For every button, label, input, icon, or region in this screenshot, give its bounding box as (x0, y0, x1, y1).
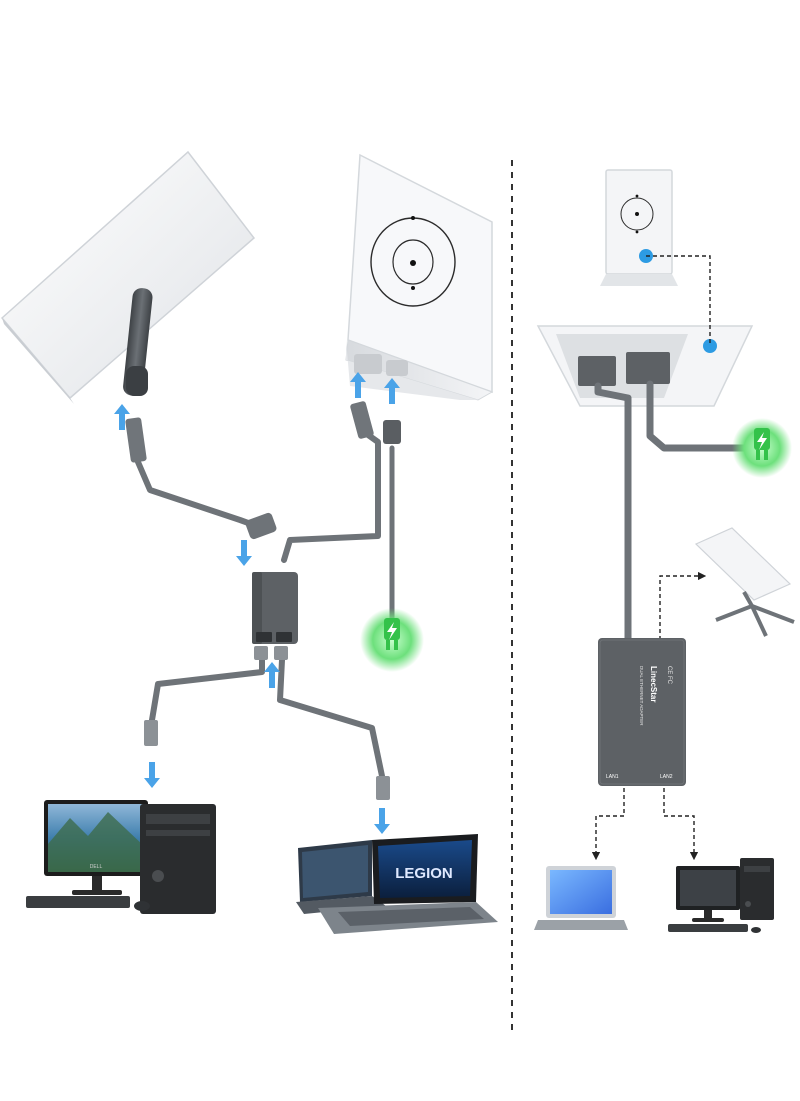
adapter-box-right: LinecStar DUAL ETHERNET ADAPTER CE FC LA… (598, 638, 686, 786)
desktop-computer-icon (668, 858, 774, 933)
router-icon (345, 153, 494, 401)
arrow-icon (114, 372, 400, 834)
adapter-brand: LinecStar (649, 666, 658, 702)
arrow-icon (663, 788, 699, 861)
router-base-view (536, 325, 754, 407)
power-plug-icon (732, 418, 792, 478)
laptop-icon: LEGION (296, 834, 498, 934)
adapter-port1-label: LAN1 (606, 774, 619, 780)
adapter-cert-marks: CE FC (666, 666, 672, 685)
arrow-icon (591, 788, 625, 861)
arrow-icon (659, 571, 707, 640)
router-icon (600, 169, 678, 286)
laptop-icon (534, 866, 628, 930)
adapter-port2-label: LAN2 (660, 774, 673, 780)
callout-line (646, 255, 711, 346)
power-plug-icon (360, 608, 424, 672)
laptop-screen-text: LEGION (395, 865, 453, 882)
monitor-brand: DELL (90, 864, 103, 870)
desktop-computer-icon: DELL (26, 800, 216, 914)
cable-connector-icon (125, 401, 401, 800)
adapter-box-left (252, 572, 298, 660)
satellite-dish-icon (694, 527, 795, 637)
satellite-dish-icon (0, 150, 256, 404)
adapter-model: DUAL ETHERNET ADAPTER (639, 666, 644, 726)
right-cable-network (594, 380, 754, 644)
